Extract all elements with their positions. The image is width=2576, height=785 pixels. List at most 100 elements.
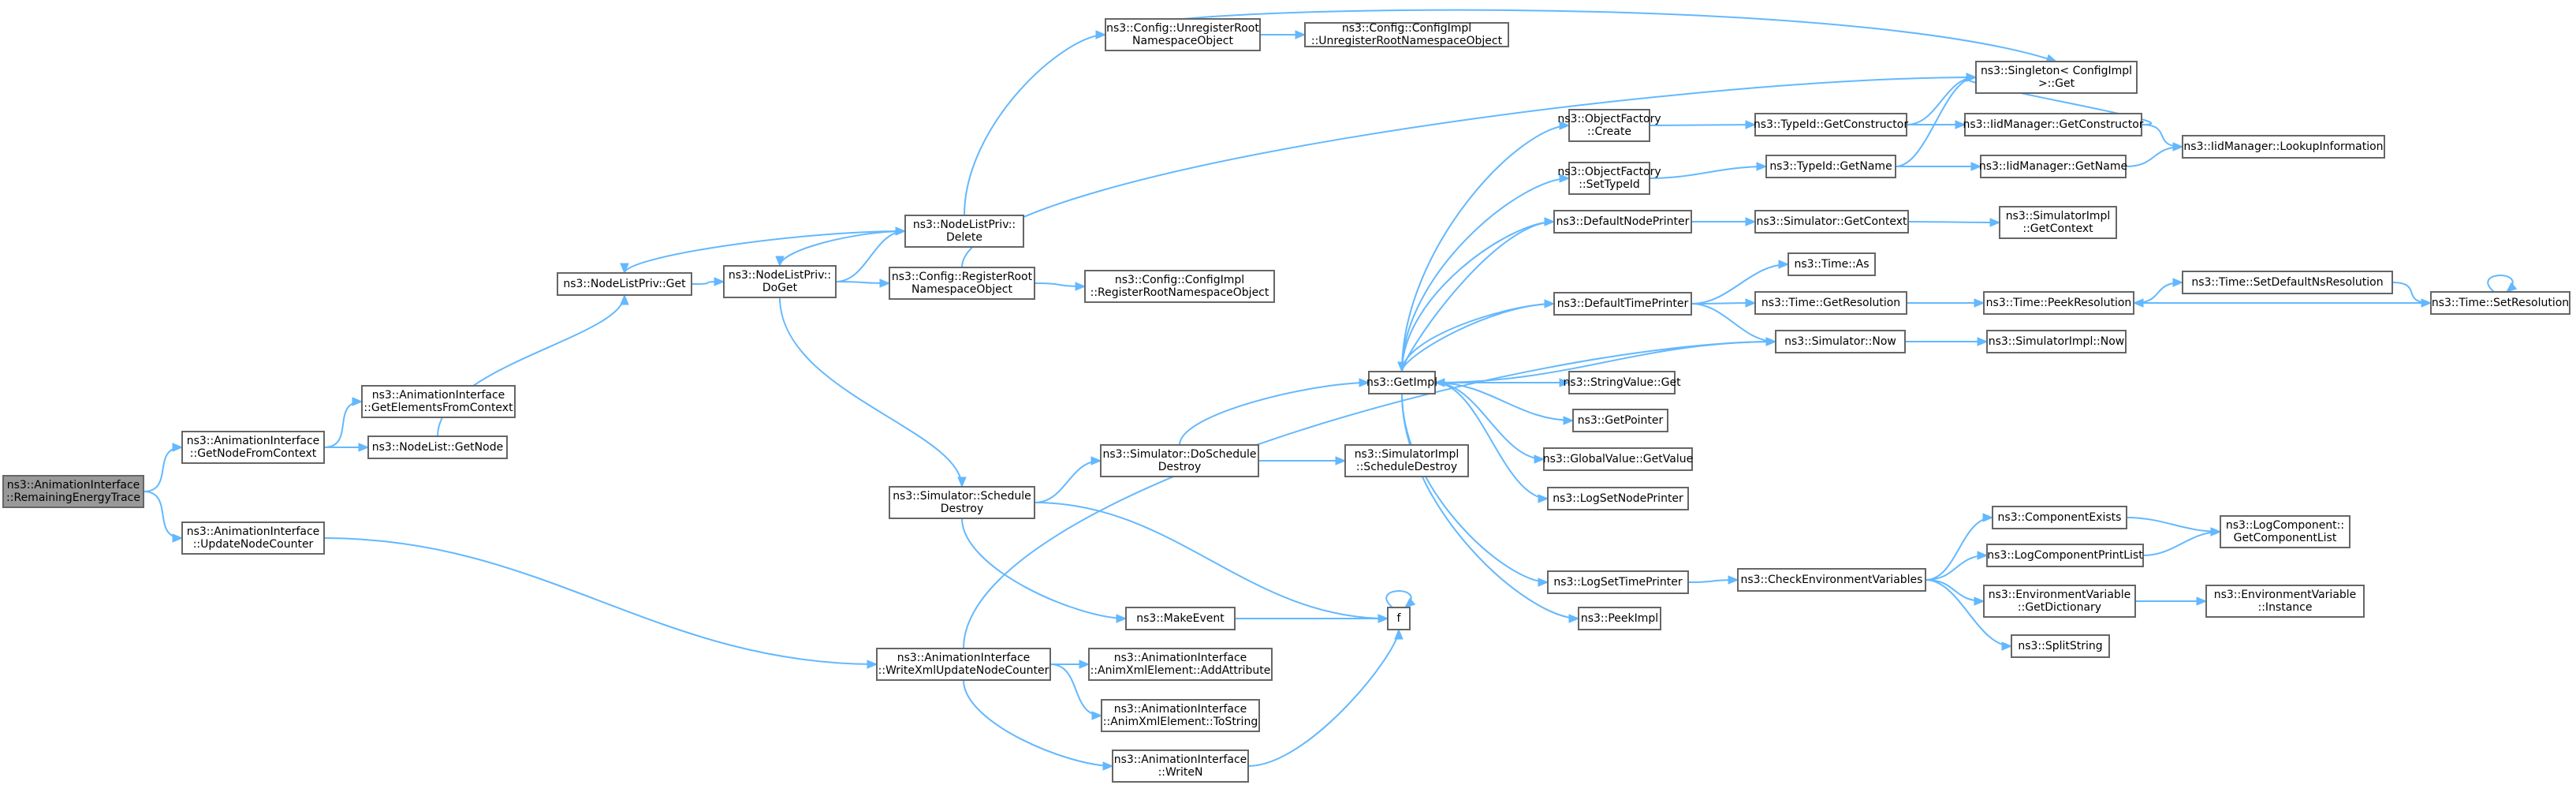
node-label-line: ns3::PeekImpl xyxy=(1581,612,1658,625)
node-timePeekResolution[interactable]: ns3::Time::PeekResolution xyxy=(1983,291,2134,315)
node-checkEnvVars[interactable]: ns3::CheckEnvironmentVariables xyxy=(1737,568,1926,592)
edge-getImpl-to-globalValueGetValue xyxy=(1434,382,1545,460)
node-label-line: ns3::TypeId::GetConstructor xyxy=(1754,118,1908,131)
node-timeSetResolution[interactable]: ns3::Time::SetResolution xyxy=(2430,291,2570,315)
node-logComponentGetList[interactable]: ns3::LogComponent::GetComponentList xyxy=(2220,515,2350,548)
node-label-line: ns3::AnimationInterface xyxy=(187,525,320,538)
node-simNow[interactable]: ns3::Simulator::Now xyxy=(1775,330,1906,353)
node-singletonGet[interactable]: ns3::Singleton< ConfigImpl >::Get xyxy=(1975,61,2138,94)
node-typeIdGetConstructor[interactable]: ns3::TypeId::GetConstructor xyxy=(1754,113,1908,136)
node-nodeListPrivDelete[interactable]: ns3::NodeListPriv::Delete xyxy=(904,215,1024,248)
call-nodes: ns3::AnimationInterface::RemainingEnergy… xyxy=(2,18,2570,783)
node-configRegisterRoot[interactable]: ns3::Config::RegisterRootNamespaceObject xyxy=(889,267,1035,300)
node-iidGetConstructor[interactable]: ns3::IidManager::GetConstructor xyxy=(1963,113,2144,136)
node-nodeListPrivGet[interactable]: ns3::NodeListPriv::Get xyxy=(557,272,692,296)
edge-nodeListPrivDelete-to-nodeListPrivDoGet-arrowhead xyxy=(775,256,785,267)
node-iidGetName[interactable]: ns3::IidManager::GetName xyxy=(1979,155,2127,178)
edge-root-to-updateNodeCounter xyxy=(143,491,183,539)
node-defaultTimePrinter[interactable]: ns3::DefaultTimePrinter xyxy=(1553,292,1692,316)
node-label-line: ns3::TypeId::GetName xyxy=(1769,160,1892,173)
node-simImplNow[interactable]: ns3::SimulatorImpl::Now xyxy=(1986,330,2127,353)
edge-simDoScheduleDestroy-to-getImpl-arrowhead xyxy=(1359,378,1370,387)
node-getElementsFromContext[interactable]: ns3::AnimationInterface::GetElementsFrom… xyxy=(361,385,516,418)
node-logSetTimePrinter[interactable]: ns3::LogSetTimePrinter xyxy=(1547,570,1689,594)
node-updateNodeCounter[interactable]: ns3::AnimationInterface::UpdateNodeCount… xyxy=(181,521,325,555)
edge-simScheduleDestroy-to-simDoScheduleDestroy-arrowhead xyxy=(1090,456,1102,465)
node-label-line: ns3::Time::SetDefaultNsResolution xyxy=(2191,276,2383,289)
node-box xyxy=(1112,749,1249,783)
edge-nodeListPrivDelete-to-configUnregisterRoot xyxy=(964,34,1106,216)
node-root[interactable]: ns3::AnimationInterface::RemainingEnergy… xyxy=(2,475,144,508)
node-splitString[interactable]: ns3::SplitString xyxy=(2011,634,2110,658)
node-globalValueGetValue[interactable]: ns3::GlobalValue::GetValue xyxy=(1543,447,1693,471)
node-defaultNodePrinter[interactable]: ns3::DefaultNodePrinter xyxy=(1553,210,1692,234)
node-getImpl[interactable]: ns3::GetImpl xyxy=(1366,371,1437,394)
edge-updateNodeCounter-to-writeXmlUpdateNodeCounter-arrowhead xyxy=(867,660,878,669)
node-makeEvent[interactable]: ns3::MakeEvent xyxy=(1125,607,1236,630)
node-timeGetResolution[interactable]: ns3::Time::GetResolution xyxy=(1754,291,1907,315)
node-logSetNodePrinter[interactable]: ns3::LogSetNodePrinter xyxy=(1547,487,1689,510)
node-timeSetDefaultNsResolution[interactable]: ns3::Time::SetDefaultNsResolution xyxy=(2182,271,2393,294)
node-label-line: ns3::CheckEnvironmentVariables xyxy=(1741,574,1923,586)
node-nodeListGetNode[interactable]: ns3::NodeList::GetNode xyxy=(367,435,508,459)
node-iidLookupInformation[interactable]: ns3::IidManager::LookupInformation xyxy=(2182,135,2385,159)
node-label-line: ns3::LogSetTimePrinter xyxy=(1553,576,1683,589)
node-timeAs[interactable]: ns3::Time::As xyxy=(1788,252,1876,276)
node-box xyxy=(557,272,692,296)
edge-updateNodeCounter-to-writeXmlUpdateNodeCounter xyxy=(323,537,878,665)
edge-typeIdGetName-to-iidGetName-arrowhead xyxy=(1970,162,1982,171)
node-objectFactoryCreate[interactable]: ns3::ObjectFactory::Create xyxy=(1557,109,1661,142)
node-box xyxy=(1105,18,1261,51)
edge-nodeListPrivDelete-to-nodeListPrivGet-arrowhead xyxy=(620,263,629,275)
node-label-line: ns3::IidManager::GetConstructor xyxy=(1963,118,2143,131)
node-envVarGetDictionary[interactable]: ns3::EnvironmentVariable::GetDictionary xyxy=(1983,585,2136,618)
edge-logComponentPrintList-to-logComponentGetList-arrowhead xyxy=(2210,527,2222,536)
edge-defaultNodePrinter-to-getImpl xyxy=(1401,221,1555,372)
edge-nodeListPrivGet-to-nodeListPrivDoGet-arrowhead xyxy=(714,277,725,286)
node-configUnregisterRoot[interactable]: ns3::Config::UnregisterRootNamespaceObje… xyxy=(1105,18,1261,51)
node-label-line: NamespaceObject xyxy=(1132,35,1233,47)
node-stringValueGet[interactable]: ns3::StringValue::Get xyxy=(1563,371,1681,394)
edge-getImpl-to-objectFactoryCreate-arrowhead xyxy=(1559,121,1571,130)
node-box xyxy=(1775,330,1906,353)
node-envVarInstance[interactable]: ns3::EnvironmentVariable::Instance xyxy=(2205,585,2365,618)
node-box xyxy=(1964,113,2142,136)
node-simImplGetContext[interactable]: ns3::SimulatorImpl::GetContext xyxy=(1999,206,2117,239)
node-writeXmlUpdateNodeCounter[interactable]: ns3::AnimationInterface::WriteXmlUpdateN… xyxy=(876,648,1051,681)
node-box xyxy=(1986,544,2144,567)
node-simScheduleDestroy[interactable]: ns3::Simulator::ScheduleDestroy xyxy=(889,486,1035,519)
node-label-line: ns3::AnimationInterface xyxy=(187,435,320,447)
node-getNodeFromContext[interactable]: ns3::AnimationInterface::GetNodeFromCont… xyxy=(181,431,325,464)
edge-nodeListPrivDelete-to-nodeListPrivGet xyxy=(624,230,906,274)
node-nodeListPrivDoGet[interactable]: ns3::NodeListPriv::DoGet xyxy=(723,265,837,298)
node-configImplUnregisterRoot[interactable]: ns3::Config::ConfigImpl::UnregisterRootN… xyxy=(1304,22,1509,47)
node-box xyxy=(1084,270,1275,303)
node-box xyxy=(2011,634,2110,658)
node-f[interactable]: f xyxy=(1387,607,1411,630)
edge-envVarGetDictionary-to-envVarInstance-arrowhead xyxy=(2196,596,2208,606)
node-peekImpl[interactable]: ns3::PeekImpl xyxy=(1578,607,1661,630)
node-box xyxy=(1553,210,1692,234)
node-writeN[interactable]: ns3::AnimationInterface::WriteN xyxy=(1112,749,1249,783)
node-box xyxy=(1975,61,2138,94)
node-box xyxy=(1100,444,1259,477)
node-configImplRegisterRoot[interactable]: ns3::Config::ConfigImpl::RegisterRootNam… xyxy=(1084,270,1275,303)
node-objectFactorySetTypeId[interactable]: ns3::ObjectFactory::SetTypeId xyxy=(1557,162,1661,195)
node-simImplScheduleDestroy[interactable]: ns3::SimulatorImpl::ScheduleDestroy xyxy=(1344,444,1469,477)
edge-getImpl-to-objectFactoryCreate xyxy=(1401,125,1570,372)
node-label-line: ns3::ObjectFactory xyxy=(1557,166,1661,178)
node-animToString[interactable]: ns3::AnimationInterface::AnimXmlElement:… xyxy=(1101,699,1260,732)
edge-defaultTimePrinter-to-timeAs xyxy=(1691,264,1789,305)
node-logComponentPrintList[interactable]: ns3::LogComponentPrintList xyxy=(1986,544,2144,567)
node-simGetContext[interactable]: ns3::Simulator::GetContext xyxy=(1754,210,1909,234)
node-animAddAttribute[interactable]: ns3::AnimationInterface::AnimXmlElement:… xyxy=(1088,648,1273,681)
edge-writeXmlUpdateNodeCounter-to-animAddAttribute-arrowhead xyxy=(1079,660,1090,669)
node-label-line: Destroy xyxy=(941,503,983,515)
node-getPointer[interactable]: ns3::GetPointer xyxy=(1572,409,1668,432)
node-box xyxy=(1543,447,1693,471)
edge-getImpl-to-peekImpl xyxy=(1401,393,1579,619)
node-typeIdGetName[interactable]: ns3::TypeId::GetName xyxy=(1765,155,1896,178)
node-componentExists[interactable]: ns3::ComponentExists xyxy=(1992,506,2127,529)
node-label-line: ns3::EnvironmentVariable xyxy=(1989,589,2131,601)
